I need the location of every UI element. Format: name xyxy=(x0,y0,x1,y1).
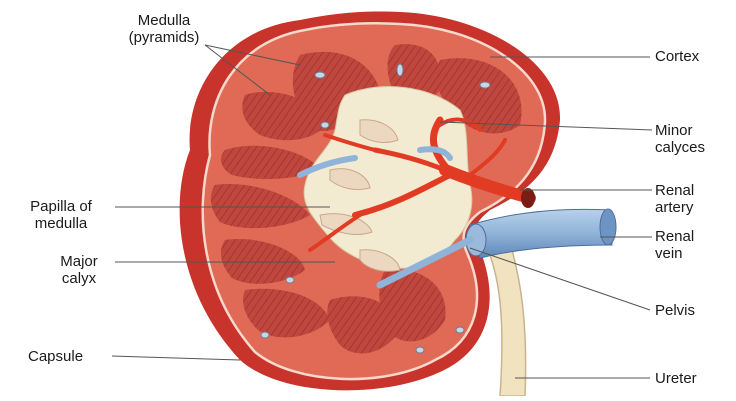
label-renal-artery: Renal artery xyxy=(655,182,694,216)
label-renal-artery-line2: artery xyxy=(655,199,694,216)
label-minor-calyces-line1: Minor xyxy=(655,122,705,139)
label-minor-calyces-line2: calyces xyxy=(655,139,705,156)
label-ureter-line1: Ureter xyxy=(655,370,697,387)
ureter xyxy=(488,250,526,396)
label-medulla-line1: Medulla xyxy=(108,12,220,29)
label-papilla-line2: medulla xyxy=(8,215,114,232)
label-cortex-line1: Cortex xyxy=(655,48,699,65)
label-cortex: Cortex xyxy=(655,48,699,65)
label-minor-calyces: Minor calyces xyxy=(655,122,705,156)
label-capsule: Capsule xyxy=(28,348,83,365)
label-renal-artery-line1: Renal xyxy=(655,182,694,199)
label-major-calyx-line2: calyx xyxy=(44,270,114,287)
label-medulla: Medulla (pyramids) xyxy=(108,12,220,46)
label-ureter: Ureter xyxy=(655,370,697,387)
label-renal-vein: Renal vein xyxy=(655,228,694,262)
label-medulla-line2: (pyramids) xyxy=(108,29,220,46)
renal-artery-end xyxy=(521,188,535,208)
label-renal-vein-line1: Renal xyxy=(655,228,694,245)
label-major-calyx: Major calyx xyxy=(44,253,114,287)
label-major-calyx-line1: Major xyxy=(44,253,114,270)
label-capsule-line1: Capsule xyxy=(28,348,83,365)
label-pelvis-line1: Pelvis xyxy=(655,302,695,319)
label-pelvis: Pelvis xyxy=(655,302,695,319)
label-papilla-line1: Papilla of xyxy=(8,198,114,215)
label-renal-vein-line2: vein xyxy=(655,245,694,262)
label-papilla: Papilla of medulla xyxy=(8,198,114,232)
